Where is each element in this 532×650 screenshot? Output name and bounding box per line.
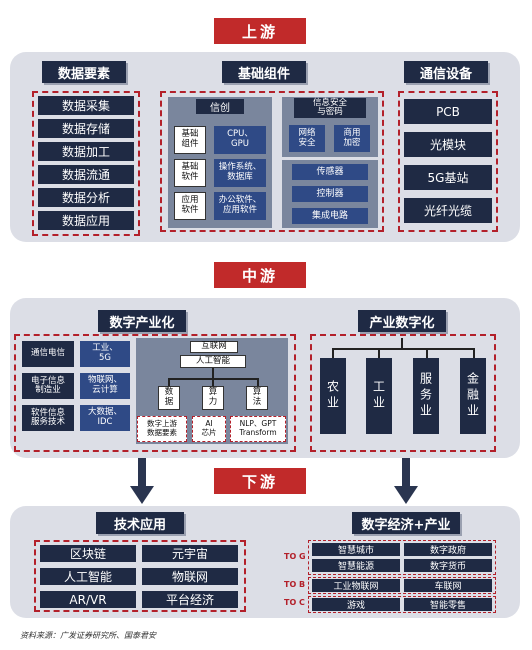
to-g-box — [308, 540, 496, 575]
sector-box: 工业 — [366, 358, 392, 434]
to-b-box — [308, 577, 496, 594]
tech-app-item: AR/VR — [40, 591, 136, 608]
digital-industrialization-box — [14, 334, 296, 452]
to-g-cell: 数字货币 — [404, 559, 492, 572]
industry-label: 通信电信 — [22, 341, 74, 367]
sector-box: 金融业 — [460, 358, 486, 434]
connector — [212, 378, 214, 386]
data-element-item: 数据采集 — [38, 96, 134, 115]
industrial-digitalization-header: 产业数字化 — [358, 310, 446, 332]
comm-item: PCB — [404, 99, 492, 124]
connector — [426, 348, 428, 358]
industry-tech: 物联网、 云计算 — [80, 373, 130, 399]
industry-label: 电子信息 制造业 — [22, 373, 74, 399]
tech-app-box — [34, 540, 246, 612]
infra-header: 基础组件 — [222, 61, 306, 83]
security-item: 商用 加密 — [334, 125, 370, 152]
data-element-item: 数据存储 — [38, 119, 134, 138]
connector — [168, 378, 170, 386]
ai-part: 算 法 — [246, 386, 268, 410]
xinchuang-row-value: CPU、 GPU — [214, 126, 266, 154]
tech-app-item: 元宇宙 — [142, 545, 238, 562]
tech-app-item: 平台经济 — [142, 591, 238, 608]
comm-box — [398, 91, 498, 232]
comm-item: 光模块 — [404, 132, 492, 157]
to-g-tag: TO G — [284, 552, 306, 561]
data-element-item: 数据应用 — [38, 211, 134, 230]
stage-upstream: 上游 — [214, 18, 306, 44]
xinchuang-label: 信创 — [196, 99, 244, 114]
ai-output: 数字上游 数据要素 — [137, 416, 187, 442]
xinchuang-row-label: 基础 组件 — [174, 126, 206, 154]
comm-item: 5G基站 — [404, 165, 492, 190]
ai-box: 人工智能 — [180, 355, 246, 368]
connector — [257, 378, 259, 386]
internet-box: 互联网 — [190, 341, 238, 353]
tech-app-item: 区块链 — [40, 545, 136, 562]
industry-tech: 工业、 5G — [80, 341, 130, 367]
ai-part: 算 力 — [202, 386, 224, 410]
data-element-item: 数据加工 — [38, 142, 134, 161]
connector — [212, 368, 214, 378]
to-c-box — [308, 596, 496, 613]
stage-midstream: 中游 — [214, 262, 306, 288]
connector — [332, 348, 334, 358]
to-c-tag: TO C — [284, 598, 305, 607]
connector — [332, 348, 474, 350]
down-arrow-icon — [394, 458, 418, 504]
security-label: 信息安全 与密码 — [294, 98, 366, 118]
data-elements-box — [32, 91, 140, 236]
comm-header: 通信设备 — [404, 61, 488, 83]
down-arrow-icon — [130, 458, 154, 504]
industrial-digitalization-box — [310, 334, 496, 452]
chip-item: 控制器 — [292, 186, 368, 202]
tech-app-header: 技术应用 — [96, 512, 184, 534]
to-g-cell: 智慧城市 — [312, 543, 400, 556]
to-b-cell: 车联网 — [404, 579, 492, 592]
infra-box — [160, 91, 384, 232]
industry-tech: 大数据、 IDC — [80, 405, 130, 431]
tech-app-item: 物联网 — [142, 568, 238, 585]
source-note: 资料来源：广发证券研究所、国泰君安 — [20, 631, 156, 640]
xinchuang-row-label: 应用 软件 — [174, 192, 206, 220]
chip-item: 传感器 — [292, 164, 368, 180]
data-element-item: 数据分析 — [38, 188, 134, 207]
to-g-cell: 智慧能源 — [312, 559, 400, 572]
to-g-cell: 数字政府 — [404, 543, 492, 556]
stage-downstream: 下游 — [214, 468, 306, 494]
sector-box: 农业 — [320, 358, 346, 434]
data-element-item: 数据流通 — [38, 165, 134, 184]
data-elements-header: 数据要素 — [42, 61, 126, 83]
connector — [401, 338, 403, 348]
ai-part: 数 据 — [158, 386, 180, 410]
tech-app-item: 人工智能 — [40, 568, 136, 585]
industry-label: 软件信息 服务技术 — [22, 405, 74, 431]
to-b-tag: TO B — [284, 580, 306, 589]
security-item: 网络 安全 — [289, 125, 325, 152]
comm-item: 光纤光缆 — [404, 198, 492, 223]
to-b-cell: 工业物联网 — [312, 579, 400, 592]
digital-industrialization-header: 数字产业化 — [98, 310, 186, 332]
xinchuang-row-label: 基础 软件 — [174, 159, 206, 187]
to-c-cell: 游戏 — [312, 598, 400, 611]
digital-economy-header: 数字经济+产业 — [352, 512, 460, 534]
connector — [473, 348, 475, 358]
ai-output: NLP、GPT Transform — [230, 416, 286, 442]
xinchuang-row-value: 办公软件、 应用软件 — [214, 192, 266, 220]
connector — [378, 348, 380, 358]
xinchuang-row-value: 操作系统、 数据库 — [214, 159, 266, 187]
to-c-cell: 智能零售 — [404, 598, 492, 611]
sector-box: 服务业 — [413, 358, 439, 434]
ai-output: AI 芯片 — [192, 416, 226, 442]
chip-item: 集成电路 — [292, 208, 368, 224]
